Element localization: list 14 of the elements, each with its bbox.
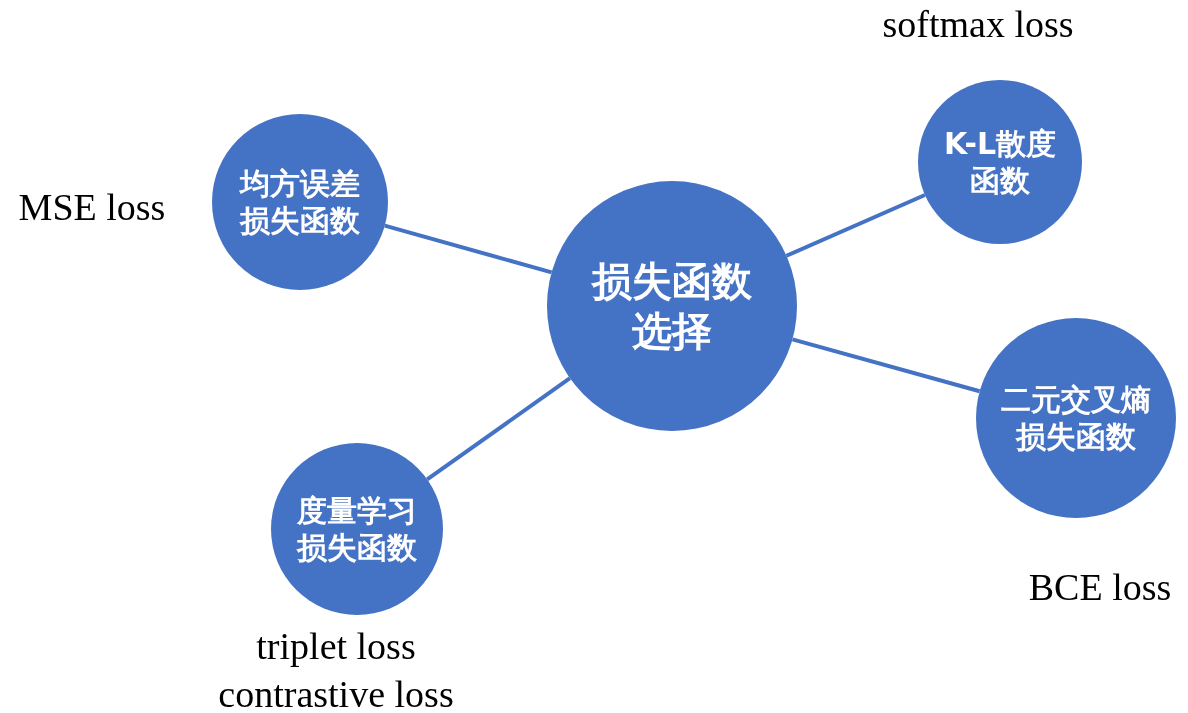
example-label: triplet loss [256, 624, 416, 669]
connector-line [384, 223, 553, 275]
topic-label: K-L散度函数 [942, 124, 1058, 200]
connector-line [426, 376, 572, 481]
topic-label: 度量学习损失函数 [295, 491, 418, 567]
example-label: MSE loss [18, 185, 166, 230]
example-label: contrastive loss [218, 672, 454, 713]
connector-line [785, 193, 926, 258]
topic-label: 均方误差损失函数 [238, 164, 361, 240]
example-label: softmax loss [882, 2, 1074, 47]
topic-label: 二元交叉熵损失函数 [1000, 380, 1152, 456]
example-label: BCE loss [1028, 565, 1172, 610]
connector-line [791, 337, 981, 394]
topic-label: 损失函数选择 [590, 257, 753, 356]
